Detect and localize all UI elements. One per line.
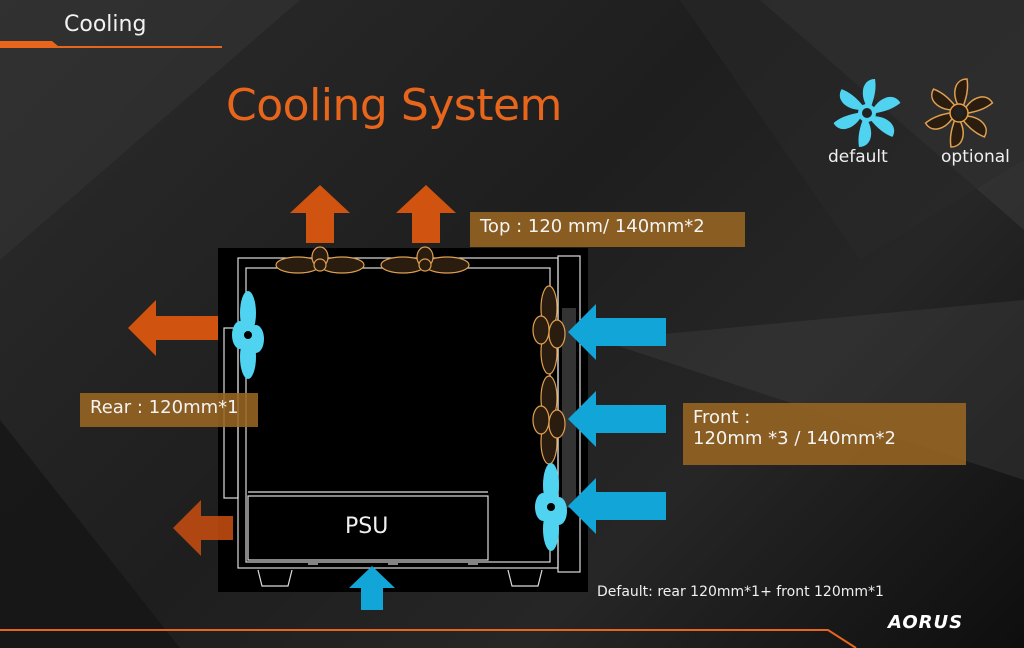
legend-label-optional: optional: [941, 147, 1010, 167]
case-diagram: [218, 248, 588, 592]
fan-icon-optional: [924, 78, 994, 148]
front-label-line2: 120mm *3 / 140mm*2: [693, 428, 896, 449]
fan-icon-top-1: [275, 246, 365, 274]
fan-icon-top-2: [380, 246, 470, 274]
intake-arrow-front-1: [568, 304, 666, 360]
legend-label-default: default: [828, 147, 888, 167]
fan-icon-front-3: [535, 463, 567, 551]
intake-arrow-front-2: [568, 391, 666, 447]
exhaust-arrow-psu: [173, 500, 233, 556]
exhaust-arrow-rear: [128, 300, 218, 356]
fan-icon-default: [833, 79, 901, 147]
front-label: Front : 120mm *3 / 140mm*2: [683, 403, 966, 465]
psu-label: PSU: [345, 514, 389, 539]
aorus-logo: AORUS: [888, 612, 964, 633]
intake-arrow-front-3: [568, 478, 666, 534]
bottom-rule: [0, 629, 857, 648]
section-title: Cooling: [64, 12, 147, 37]
front-label-line1: Front :: [693, 407, 751, 428]
fan-icon-rear: [232, 291, 264, 379]
fan-icon-front-2: [532, 375, 566, 465]
header-rule: [0, 41, 222, 48]
exhaust-arrow-top-1: [290, 185, 350, 243]
page-title: Cooling System: [226, 80, 562, 131]
rear-label: Rear : 120mm*1: [80, 393, 258, 427]
exhaust-arrow-top-2: [396, 185, 456, 243]
intake-arrow-bottom: [349, 566, 395, 610]
fan-icon-front-1: [532, 285, 566, 375]
top-label: Top : 120 mm/ 140mm*2: [470, 212, 745, 247]
default-footnote: Default: rear 120mm*1+ front 120mm*1: [597, 584, 884, 600]
